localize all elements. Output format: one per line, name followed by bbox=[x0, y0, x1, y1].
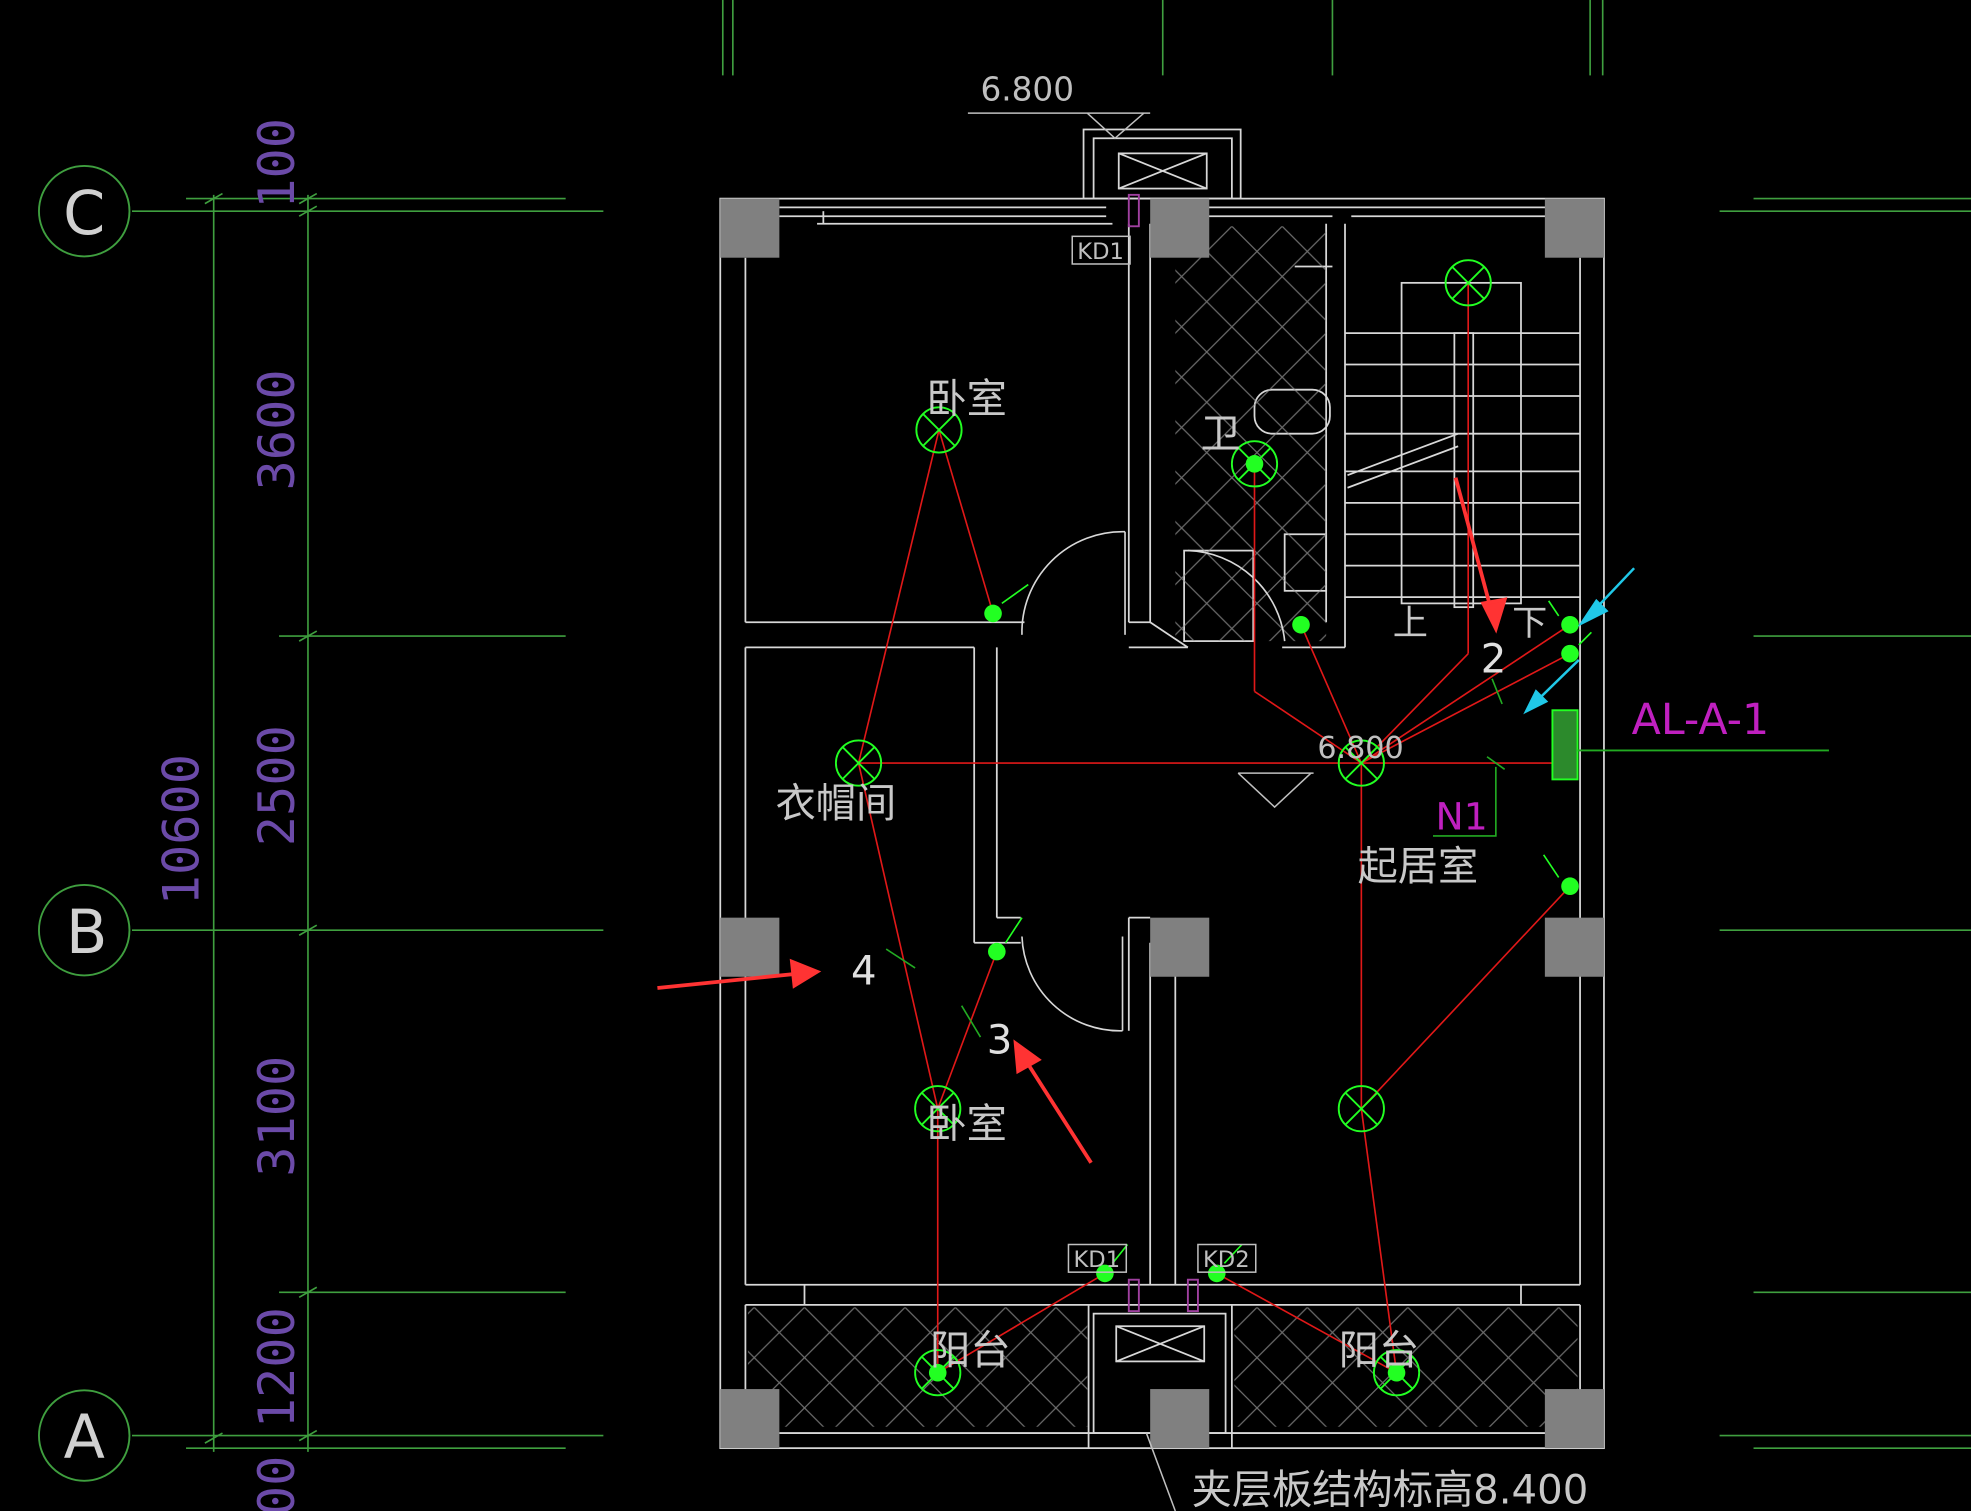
balcony-right-hatch bbox=[1234, 1307, 1578, 1427]
wire-count-4: 4 bbox=[851, 948, 877, 994]
wire-count-3: 3 bbox=[987, 1017, 1013, 1063]
grid-lines bbox=[131, 0, 1971, 1452]
balcony-left-hatch bbox=[747, 1307, 1088, 1427]
light-cloakroom bbox=[834, 739, 883, 787]
dim-segment-4: 3100 bbox=[247, 1056, 306, 1177]
axis-c-label: C bbox=[63, 179, 105, 249]
stair-up-label: 上 bbox=[1393, 603, 1428, 644]
tag-kd2: KD2 bbox=[1203, 1247, 1250, 1273]
dim-segment-3: 2500 bbox=[247, 725, 306, 846]
arrow-center bbox=[1013, 1039, 1093, 1164]
columns bbox=[720, 198, 1604, 1449]
bathroom-tile-hatch bbox=[1175, 226, 1327, 642]
axis-bubble-b: B bbox=[38, 884, 131, 977]
room-bathroom: 卫 bbox=[1200, 412, 1240, 458]
door-swings bbox=[1021, 530, 1286, 1032]
circuit-label: N1 bbox=[1436, 795, 1488, 839]
light-bedroom-top bbox=[915, 406, 963, 454]
axis-b-label: B bbox=[66, 898, 107, 968]
elevation-living: 6.800 bbox=[1237, 731, 1404, 809]
dim-segment-1: 100 bbox=[247, 118, 306, 209]
room-bedroom-bottom: 卧室 bbox=[926, 1102, 1006, 1148]
cyan-arrows bbox=[1523, 567, 1636, 715]
dim-segment-5: 1200 bbox=[247, 1307, 306, 1428]
door-markers bbox=[1127, 193, 1199, 1313]
panel-label: AL-A-1 bbox=[1632, 695, 1770, 745]
light-stair bbox=[1444, 259, 1492, 307]
ceiling-lights bbox=[834, 259, 1492, 1397]
distribution-panel: AL-A-1 bbox=[1551, 695, 1829, 781]
tag-kd1-top: KD1 bbox=[1077, 239, 1124, 265]
switches bbox=[928, 455, 1579, 1382]
circuit-n1: N1 bbox=[1432, 756, 1506, 839]
light-bedroom-right bbox=[1337, 1085, 1385, 1133]
axis-bubble-a: A bbox=[38, 1389, 131, 1482]
dimension-labels: 10600 100 3600 2500 3100 1200 00 bbox=[152, 118, 307, 1511]
wire-counts: 2 3 4 bbox=[851, 637, 1506, 1064]
room-balcony-right: 阳台 bbox=[1339, 1328, 1419, 1374]
structural-elevation-note: 夹层板结构标高8.400 bbox=[1192, 1467, 1589, 1511]
room-bedroom-top: 卧室 bbox=[926, 376, 1006, 422]
room-balcony-left: 阳台 bbox=[930, 1328, 1010, 1374]
arrow-top-right bbox=[1453, 477, 1508, 634]
dim-total: 10600 bbox=[152, 754, 211, 905]
elevation-top-text: 6.800 bbox=[980, 71, 1074, 109]
annotation-arrows bbox=[657, 477, 1508, 1164]
wiring-circuits bbox=[857, 282, 1571, 1374]
elevation-top: 6.800 bbox=[967, 71, 1151, 140]
elevation-living-text: 6.800 bbox=[1317, 731, 1403, 766]
room-living: 起居室 bbox=[1358, 844, 1479, 890]
bottom-note: 夹层板结构标高8.400 bbox=[1145, 1432, 1589, 1511]
axis-a-label: A bbox=[64, 1403, 105, 1473]
axis-bubble-c: C bbox=[38, 164, 131, 258]
room-labels: 卧室 卫 衣帽间 起居室 卧室 阳台 阳台 上 下 bbox=[776, 376, 1548, 1374]
dim-segment-2: 3600 bbox=[247, 369, 306, 490]
room-cloakroom: 衣帽间 bbox=[776, 781, 897, 827]
switch-ticks bbox=[1001, 583, 1592, 1264]
stair-down-label: 下 bbox=[1512, 603, 1547, 644]
wire-count-2: 2 bbox=[1481, 637, 1507, 683]
tag-kd1-bottom: KD1 bbox=[1073, 1247, 1120, 1273]
kd-tags bbox=[1067, 235, 1257, 1273]
arrow-left bbox=[657, 958, 822, 990]
light-bedroom-bottom bbox=[914, 1085, 962, 1133]
light-living bbox=[1337, 739, 1385, 787]
dim-segment-6: 00 bbox=[247, 1456, 306, 1511]
